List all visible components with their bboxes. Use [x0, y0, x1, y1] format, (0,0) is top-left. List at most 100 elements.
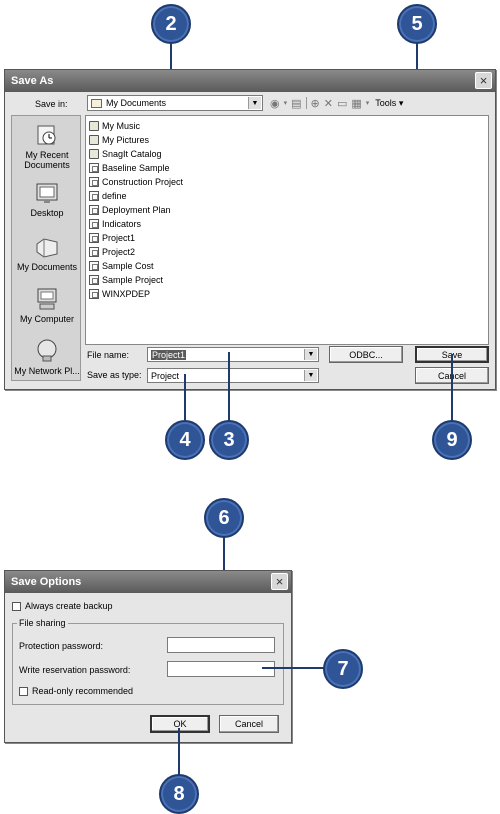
project-file-icon [89, 274, 99, 285]
file-item[interactable]: Sample Cost [89, 259, 154, 272]
save-as-type-value: Project [151, 370, 180, 381]
project-file-icon [89, 218, 99, 229]
place-my-network-label: My Network Pl... [14, 366, 80, 376]
read-only-recommended-label: Read-only recommended [32, 686, 134, 696]
odbc-button[interactable]: ODBC... [329, 346, 403, 363]
file-sharing-label: File sharing [17, 618, 68, 628]
file-item[interactable]: Indicators [89, 217, 141, 230]
toolbar: ◉ ▾ ▤ ⊕ ✕ ▭ ▦ ▾ Tools ▾ [270, 95, 490, 111]
file-item[interactable]: Baseline Sample [89, 161, 170, 174]
file-item[interactable]: WINXPDEP [89, 287, 150, 300]
save-in-label: Save in: [35, 99, 68, 109]
file-item[interactable]: Project2 [89, 245, 135, 258]
places-bar: My Recent Documents Desktop My Documents… [11, 115, 81, 381]
folder-icon [91, 98, 102, 108]
always-create-backup-label: Always create backup [25, 601, 113, 611]
callout-6: 6 [204, 498, 244, 538]
callout-8-line [178, 728, 180, 778]
place-desktop-label: Desktop [30, 208, 64, 218]
search-web-icon[interactable]: ⊕ [310, 97, 320, 110]
read-only-recommended-checkbox[interactable] [19, 687, 28, 696]
views-dropdown-icon[interactable]: ▾ [365, 100, 370, 107]
my-documents-icon [34, 234, 60, 260]
file-item[interactable]: define [89, 189, 127, 202]
my-computer-icon [34, 286, 60, 312]
up-folder-icon[interactable]: ▤ [291, 97, 302, 110]
place-desktop[interactable]: Desktop [14, 180, 80, 218]
folder-icon [89, 134, 99, 145]
callout-4-line [184, 374, 186, 424]
project-file-icon [89, 260, 99, 271]
callout-7-line [262, 667, 328, 669]
protection-password-label: Protection password: [19, 641, 104, 651]
my-network-icon [34, 338, 60, 364]
recent-documents-icon [34, 122, 60, 148]
project-file-icon [89, 232, 99, 243]
save-as-title: Save As [11, 75, 54, 87]
save-options-title: Save Options [11, 576, 82, 588]
file-item[interactable]: Project1 [89, 231, 135, 244]
views-icon[interactable]: ▦ [351, 97, 362, 110]
place-recent-documents-label: My Recent Documents [24, 150, 70, 170]
callout-2: 2 [151, 4, 191, 44]
project-file-icon [89, 176, 99, 187]
save-options-titlebar: Save Options [5, 571, 291, 593]
project-file-icon [89, 288, 99, 299]
save-options-dialog: Save Options × Always create backup File… [4, 570, 292, 743]
file-name-input[interactable]: Project1 ▼ [147, 347, 319, 362]
project-file-icon [89, 190, 99, 201]
file-name-value: Project1 [151, 349, 187, 360]
callout-9: 9 [432, 420, 472, 460]
callout-8: 8 [159, 774, 199, 814]
callout-3-line [228, 352, 230, 424]
cancel-button[interactable]: Cancel [219, 715, 279, 733]
place-my-documents[interactable]: My Documents [14, 234, 80, 272]
file-item[interactable]: SnagIt Catalog [89, 147, 162, 160]
file-item[interactable]: Construction Project [89, 175, 183, 188]
chevron-down-icon[interactable]: ▼ [248, 97, 261, 109]
back-icon[interactable]: ◉ [270, 97, 280, 110]
project-file-icon [89, 162, 99, 173]
tools-label: Tools [375, 97, 397, 108]
file-item[interactable]: Deployment Plan [89, 203, 171, 216]
delete-icon[interactable]: ✕ [323, 97, 333, 110]
chevron-down-icon[interactable]: ▼ [304, 349, 317, 360]
place-recent-documents[interactable]: My Recent Documents [14, 122, 80, 170]
callout-5: 5 [397, 4, 437, 44]
write-reservation-password-field[interactable] [167, 661, 275, 677]
save-in-dropdown[interactable]: My Documents ▼ [87, 95, 263, 111]
callout-4: 4 [165, 420, 205, 460]
always-create-backup-checkbox[interactable] [12, 602, 21, 611]
desktop-icon [34, 180, 60, 206]
new-folder-icon[interactable]: ▭ [336, 97, 348, 110]
save-as-type-dropdown[interactable]: Project ▼ [147, 368, 319, 383]
file-sharing-group [12, 623, 284, 705]
save-in-value: My Documents [106, 98, 167, 108]
write-reservation-password-label: Write reservation password: [19, 665, 131, 675]
close-icon[interactable]: × [271, 573, 288, 590]
save-as-type-label: Save as type: [87, 370, 142, 380]
folder-icon [89, 148, 99, 159]
folder-icon [89, 120, 99, 131]
tools-menu[interactable]: Tools ▾ [375, 97, 404, 108]
callout-9-line [451, 354, 453, 424]
place-my-documents-label: My Documents [16, 262, 78, 272]
place-my-network[interactable]: My Network Pl... [14, 338, 80, 376]
ok-button[interactable]: OK [150, 715, 210, 733]
close-icon[interactable]: × [475, 72, 492, 89]
file-list: My Music My Pictures SnagIt Catalog Base… [85, 115, 489, 345]
callout-7: 7 [323, 649, 363, 689]
project-file-icon [89, 204, 99, 215]
save-as-titlebar: Save As [5, 70, 495, 92]
callout-3: 3 [209, 420, 249, 460]
file-name-label: File name: [87, 350, 130, 360]
place-my-computer[interactable]: My Computer [14, 286, 80, 324]
chevron-down-icon[interactable]: ▼ [304, 370, 317, 381]
project-file-icon [89, 246, 99, 257]
file-item[interactable]: My Music [89, 119, 140, 132]
protection-password-field[interactable] [167, 637, 275, 653]
file-item[interactable]: Sample Project [89, 273, 163, 286]
file-item[interactable]: My Pictures [89, 133, 149, 146]
place-my-computer-label: My Computer [19, 314, 74, 324]
back-dropdown-icon[interactable]: ▾ [283, 100, 288, 107]
